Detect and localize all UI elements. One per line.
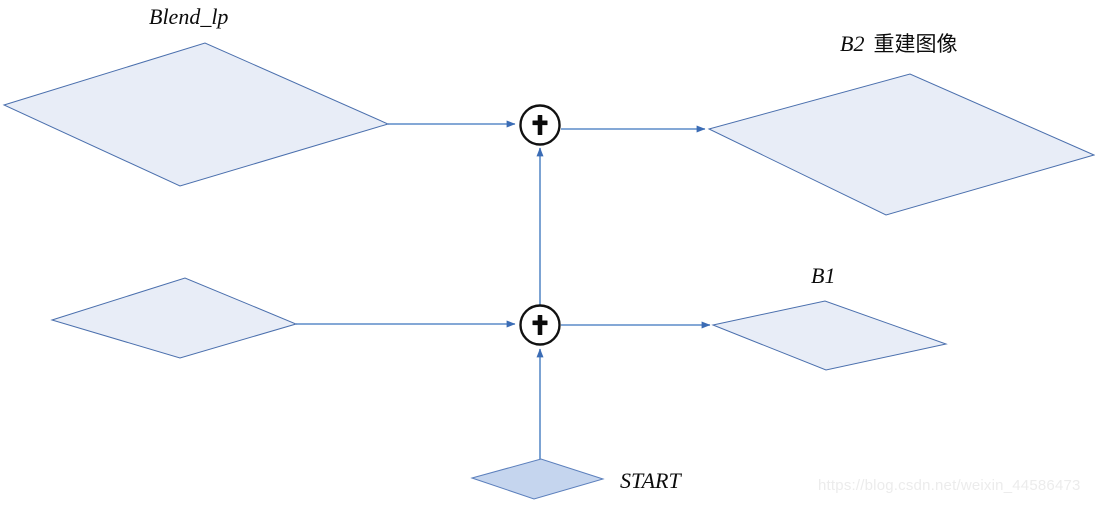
shape-b2-reconstructed[interactable] xyxy=(707,73,1095,216)
shape-start[interactable] xyxy=(470,458,605,500)
watermark-url: https://blog.csdn.net/weixin_44586473 xyxy=(818,477,1081,494)
adder-bottom[interactable] xyxy=(519,304,561,346)
label-b1: B1 xyxy=(811,263,836,288)
label-b2-cjk: 重建图像 xyxy=(873,32,958,56)
adder-top[interactable] xyxy=(519,104,561,146)
shape-b1[interactable] xyxy=(711,300,948,371)
label-b2-latin: B2 xyxy=(840,31,865,56)
label-start: START xyxy=(620,468,681,493)
label-blend-lp: Blend_lp xyxy=(149,4,229,29)
shape-blend-lp[interactable] xyxy=(2,42,390,187)
shape-unlabeled-mid[interactable] xyxy=(50,277,298,359)
plus-icon-vertical-bar xyxy=(537,115,543,135)
plus-icon-vertical-bar xyxy=(537,315,543,335)
label-b2-reconstructed: B2 重建图像 xyxy=(840,33,957,55)
